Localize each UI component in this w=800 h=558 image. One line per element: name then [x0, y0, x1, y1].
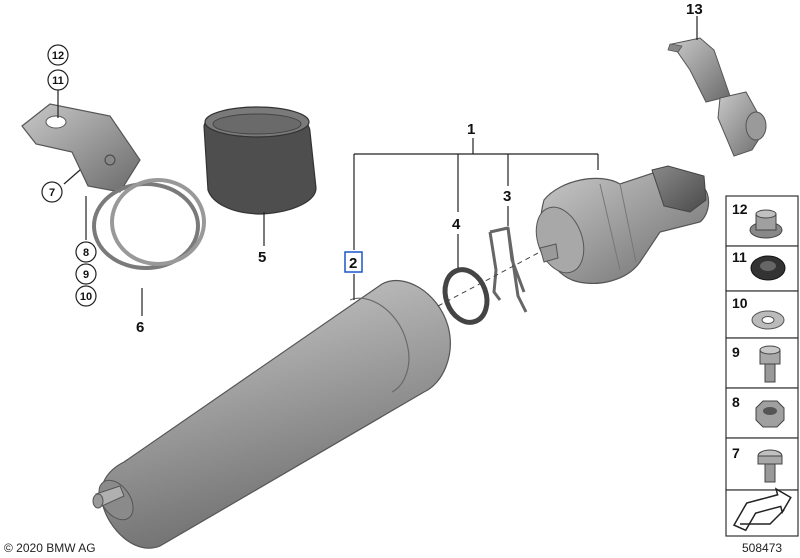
leader-lines	[57, 16, 698, 316]
diagram-number: 508473	[742, 541, 782, 555]
label-part-11: 11	[52, 75, 64, 87]
sidebar-label-9: 9	[732, 344, 740, 360]
fuel-filter-cylinder[interactable]	[92, 279, 451, 549]
hex-nut-icon	[755, 400, 785, 428]
copyright-text: © 2020 BMW AG	[4, 541, 96, 555]
nut-icon	[749, 209, 783, 239]
torx-bolt-icon	[757, 449, 783, 483]
clamp-bracket[interactable]	[21, 103, 206, 270]
sidebar-label-10: 10	[732, 295, 748, 311]
small-parts-sidebar: 12 11 10 9 8 7	[725, 195, 799, 537]
label-part-3: 3	[503, 188, 511, 205]
grommet-icon	[750, 255, 786, 281]
sidebar-label-8: 8	[732, 394, 740, 410]
bolt-icon	[759, 345, 781, 383]
label-part-13: 13	[686, 1, 703, 18]
washer-icon	[751, 310, 785, 330]
pressure-regulator[interactable]	[528, 165, 710, 284]
label-part-1: 1	[467, 121, 475, 138]
label-part-6: 6	[136, 319, 144, 336]
rubber-sleeve[interactable]	[203, 106, 317, 215]
sidebar-label-7: 7	[732, 445, 740, 461]
o-ring[interactable]	[438, 264, 494, 328]
retaining-clip[interactable]	[488, 226, 528, 313]
sidebar-label-12: 12	[732, 201, 748, 217]
label-part-9: 9	[83, 269, 89, 281]
assembly-axis	[437, 251, 541, 307]
highlight-part-2	[344, 251, 363, 273]
sidebar-label-11: 11	[732, 249, 747, 265]
label-part-10: 10	[80, 291, 92, 303]
mounting-brackets[interactable]	[667, 37, 767, 157]
circled-callouts: 12 11 7 8 9 10	[41, 44, 97, 307]
label-part-4: 4	[452, 216, 461, 233]
label-part-5: 5	[258, 249, 266, 266]
label-part-8: 8	[83, 247, 89, 259]
label-part-12: 12	[52, 50, 64, 62]
label-part-7: 7	[49, 187, 55, 199]
orientation-arrow-icon	[732, 487, 792, 532]
label-part-2: 2	[349, 255, 357, 272]
